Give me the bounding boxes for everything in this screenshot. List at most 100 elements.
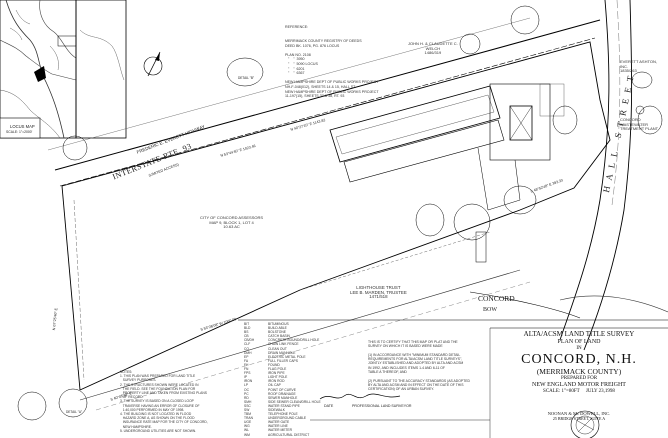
legend-code: BIT <box>244 322 250 326</box>
owner-east-line: 1835/263 <box>620 68 637 74</box>
owner-east-line: EVERETT ASHTON, <box>620 59 657 64</box>
note-line: 2. THE STRUCTURES SHOWN WERE LOCATED IN <box>120 382 199 387</box>
bow-label: BOW <box>483 307 497 313</box>
note-line: NOTES: <box>120 370 133 374</box>
legend-description: BITUMINOUS <box>268 322 289 326</box>
title-client: NEW ENGLAND MOTOR FREIGHT <box>532 382 626 388</box>
title-scale: SCALE: 1"=80FT <box>543 389 580 394</box>
legend-description: POINT OF CURVE <box>268 387 296 392</box>
legend-code: CB/DH <box>244 338 255 343</box>
reference-line: " " 6367 <box>285 71 305 76</box>
certification-line: JOINTLY ESTABLISHED AND ADOPTED BY ALTA … <box>368 361 464 366</box>
note-line: 3. THE SURVEY IS BASED ON A CLOSED LOOP <box>120 399 194 404</box>
certification-line: THIS IS TO CERTIFY THAT THIS MAP OR PLAT… <box>368 340 458 344</box>
certification-line: (1) IN ACCORDANCE WITH "MINIMUM STANDARD… <box>368 352 461 357</box>
note-line: THE FIELD. SEE THE FOUNDATION PLAN FOR <box>120 386 196 391</box>
reference-line: PLAN NO. 2108 <box>285 52 311 57</box>
legend-code: BS <box>244 330 249 335</box>
certification-line: SURVEY ON WHICH IT IS BASED WERE MADE <box>368 344 443 349</box>
legend-code: FN <box>244 367 249 372</box>
assessors-line: MAP 9, BLOCK 1, LOT 4 <box>209 219 254 225</box>
legend-code: UGE <box>244 420 252 425</box>
legend-description: ROOF DRAINAGE <box>268 391 296 396</box>
locus-map <box>0 0 77 139</box>
building-footprints <box>329 83 565 263</box>
legend-description: SIDE SEWER CLEAN/DRILL HOLE <box>268 399 321 404</box>
detail-b-label: DETAIL "B" <box>238 76 255 80</box>
note-line: HAZARD ZONE A, AS SHOWN ON THE FLOOD <box>120 416 195 421</box>
note-line: 1:40,000 PERFORMED IN MAY OF 1998. <box>120 407 185 412</box>
reference-heading: REFERENCE: <box>285 25 309 30</box>
note-line: 5. UNDERGROUND UTILITIES ARE NOT SHOWN. <box>120 428 197 433</box>
legend-code: CO <box>244 346 249 351</box>
note-line: 4. THE BUILDING IS NOT LOCATED IN FLOOD <box>120 412 192 417</box>
legend-description: OIL CAP <box>268 383 281 388</box>
legend-code: DMH <box>244 350 252 355</box>
legend-code: SMH <box>244 399 252 404</box>
reference-block: REFERENCE: MERRIMACK COUNTY REGISTRY OF … <box>285 16 379 103</box>
legend-description: AGRICULTURAL DISTRICT <box>268 432 310 437</box>
assessors-line: CITY OF CONCORD ASSESSORS <box>200 215 264 220</box>
legend-code: OC <box>244 387 249 392</box>
title-line-2: PLAN OF LAND <box>557 339 601 345</box>
legend-code: CLF <box>244 342 251 347</box>
legend-description: IRON PIPE <box>268 371 285 376</box>
legend-description: WATER STAND PIPE <box>268 403 300 408</box>
surveyor-signature <box>319 393 401 400</box>
legend-code: PC <box>244 391 249 396</box>
locus-map-label: LOCUS MAP <box>10 124 35 129</box>
title-block: ALTA/ACSM LAND TITLE SURVEY PLAN OF LAND… <box>490 330 668 421</box>
legend-description: SIDEWALK <box>268 407 285 412</box>
reference-line: NH-F-048(012), SHEETS 14 & 15, HALL ST. <box>285 84 356 89</box>
legend-code: TBM <box>244 412 251 417</box>
note-line: SURVEY PURPOSES. <box>120 378 157 383</box>
assessors-line: 10.63 AC <box>223 224 240 230</box>
certification-line: CERTIFICATION) OF AN URBAN SURVEY. <box>368 387 435 392</box>
legend-description: LIGHT POLE <box>268 375 288 380</box>
certification-line: TABLE A THEREOF, AND <box>368 370 407 375</box>
legend-description: FOUND <box>268 362 280 367</box>
legend-description: FLAG POLE <box>268 367 287 372</box>
legend-description: SEWER MANHOLE <box>268 395 298 400</box>
title-line-3: IN <box>576 346 582 351</box>
title-date: JULY 23,1998 <box>585 389 615 394</box>
note-line: 1. THIS PLAN WAS PREPARED FOR LAND TITLE <box>120 374 196 379</box>
reference-line: " " 6201 <box>285 66 305 71</box>
legend-description: CLEAN OUT <box>268 346 287 351</box>
legend-description: BOLSTONE <box>268 330 286 335</box>
treatment-plant-line: WASTEWATER <box>620 121 649 127</box>
legend-code: WM <box>244 432 250 437</box>
legend-code: LP <box>244 383 249 388</box>
legend-code: TRAN <box>244 416 253 421</box>
legend-description: WATER GATE <box>268 420 290 425</box>
reference-line: 11-197(15), SHEETS 37 & 38, RT. 93 <box>285 94 345 99</box>
title-block-frame <box>238 319 668 438</box>
lighthouse-line: 1471/518 <box>369 294 388 300</box>
interstate-right-of-way <box>47 17 601 187</box>
owner-north-line: JOHN H. & CLAUDETTE C. <box>408 41 458 46</box>
general-notes: NOTES:1. THIS PLAN WAS PREPARED FOR LAND… <box>120 370 208 433</box>
legend-code: FA <box>244 358 249 363</box>
reference-line: MERRIMACK COUNTY REGISTRY OF DEEDS <box>285 38 362 43</box>
legend-code: SSC <box>244 403 251 408</box>
title-prepared: PREPARED FOR <box>560 376 598 381</box>
note-line: TRAVERSE HAVING AN ERROR OF CLOSURE OF <box>120 403 200 408</box>
north-arrow-icon <box>143 51 163 77</box>
note-line: OF RECORD. <box>120 395 144 400</box>
legend-code: IRON <box>244 379 253 384</box>
owner-east: EVERETT ASHTON,INC.1835/263 <box>620 59 657 74</box>
legend-description: TELEPHONE POLE <box>268 412 298 417</box>
legend-description: WATER LINE <box>268 424 288 429</box>
certification-line: (2) PURSUANT TO THE ACCURACY STANDARDS (… <box>368 378 470 383</box>
legend-description: BUILD ABLE <box>268 326 287 331</box>
note-line: NEW HAMPSHIRE. <box>120 424 152 429</box>
locus-scale-label: SCALE: 1"=2000' <box>6 130 33 134</box>
lighthouse-line: LIGHTHOUSE TRUST <box>356 285 401 290</box>
detail-circles <box>17 5 663 421</box>
legend-description: ELECTRIC METAL POLE <box>268 354 306 359</box>
treatment-plant-line: CONCORD <box>620 117 641 122</box>
legend-code: BLD <box>244 326 251 331</box>
